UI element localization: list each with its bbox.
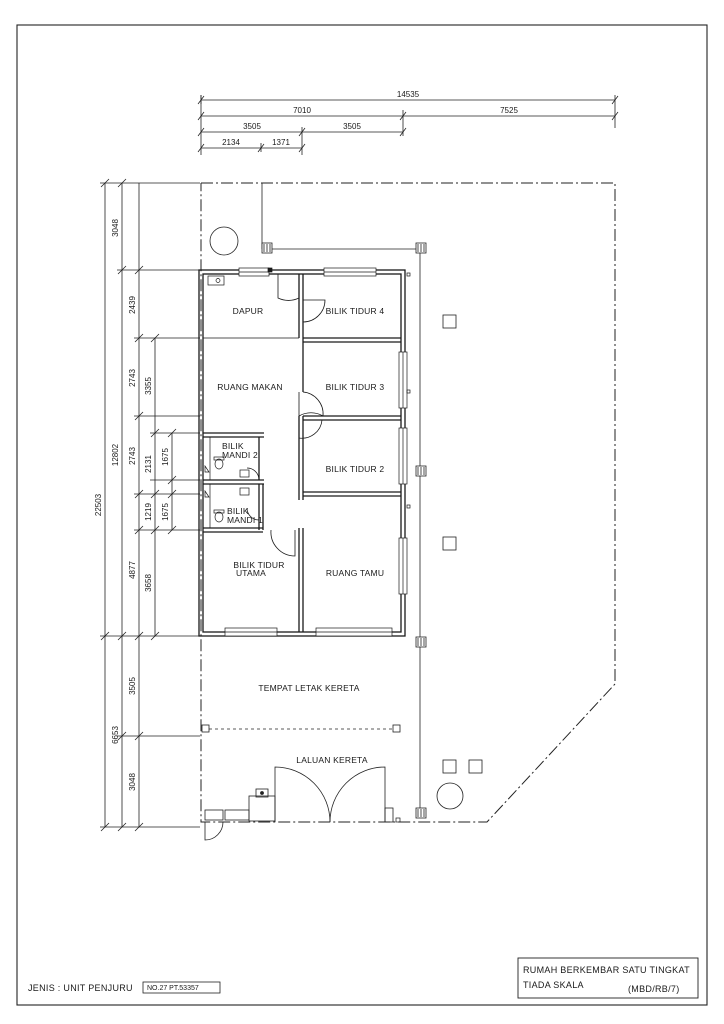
lot-number: NO.27 PT.53357 — [147, 985, 199, 992]
dim-top-c: 2134 — [222, 138, 240, 147]
dim-left-s4: 3658 — [144, 574, 153, 592]
dim-left-t2: 1675 — [161, 503, 170, 521]
footer: JENIS : UNIT PENJURU NO.27 PT.53357 — [28, 981, 221, 994]
site-features — [201, 183, 483, 841]
dim-left-building: 12802 — [111, 443, 120, 466]
label-bilik-mandi-2-line2: MANDI 2 — [222, 450, 258, 460]
label-dapur: DAPUR — [233, 306, 264, 316]
label-bilik-tidur-utama-line2: UTAMA — [236, 568, 266, 578]
dim-left-r5: 3505 — [128, 677, 137, 695]
dim-left-r2: 2743 — [128, 369, 137, 387]
top-dimensions — [197, 95, 619, 155]
unit-type-label: JENIS : UNIT PENJURU — [28, 983, 133, 993]
tree-front — [436, 782, 464, 810]
dim-top-b: 3505 — [343, 122, 361, 131]
dim-left-r6: 3048 — [128, 773, 137, 791]
label-bilik-tidur-utama-line1: BILIK TIDUR — [233, 560, 284, 570]
dim-left-backyard: 3048 — [111, 219, 120, 237]
title-block: RUMAH BERKEMBAR SATU TINGKAT TIADA SKALA… — [517, 957, 699, 999]
label-bilik-mandi-1-line2: MANDI 1 — [227, 515, 263, 525]
dim-left-front: 6653 — [111, 726, 120, 744]
title-line-2: TIADA SKALA — [523, 980, 584, 990]
dim-left-r1: 2439 — [128, 296, 137, 314]
label-bilik-tidur-2: BILIK TIDUR 2 — [326, 464, 385, 474]
dim-left-r3: 2743 — [128, 447, 137, 465]
label-bilik-mandi-1-line1: BILIK — [227, 506, 249, 516]
kitchen-sink — [207, 275, 225, 286]
dim-left-s2: 2131 — [144, 455, 153, 473]
dim-left-r4: 4877 — [128, 561, 137, 579]
dim-left-s3: 1219 — [144, 503, 153, 521]
sheet-border — [16, 24, 708, 1006]
label-tempat-letak-kereta: TEMPAT LETAK KERETA — [258, 683, 359, 693]
label-bilik-tidur-3: BILIK TIDUR 3 — [326, 382, 385, 392]
windows — [224, 267, 408, 637]
label-ruang-tamu: RUANG TAMU — [326, 568, 384, 578]
left-dimension-labels: 22503 3048 12802 6653 2439 2743 2743 487… — [94, 219, 170, 791]
label-bilik-tidur-4: BILIK TIDUR 4 — [326, 306, 385, 316]
dim-left-total: 22503 — [94, 493, 103, 516]
dim-top-total: 14535 — [397, 90, 420, 99]
tree-back — [209, 226, 239, 256]
dim-top-right-half: 7525 — [500, 106, 518, 115]
dim-left-t1: 1675 — [161, 448, 170, 466]
title-line-1: RUMAH BERKEMBAR SATU TINGKAT — [523, 965, 690, 975]
top-dimension-labels: 14535 7010 7525 3505 3505 2134 1371 — [222, 90, 518, 147]
label-ruang-makan: RUANG MAKAN — [217, 382, 283, 392]
dim-top-d: 1371 — [272, 138, 290, 147]
lot-number-box — [142, 981, 221, 994]
left-dimensions — [100, 178, 200, 832]
dim-top-a: 3505 — [243, 122, 261, 131]
dim-top-left-half: 7010 — [293, 106, 311, 115]
room-labels: DAPUR BILIK TIDUR 4 RUANG MAKAN BILIK TI… — [217, 306, 384, 765]
dim-left-s1: 3355 — [144, 377, 153, 395]
fixtures — [204, 267, 411, 823]
title-ref: (MBD/RB/7) — [628, 984, 680, 994]
plot-boundary — [200, 182, 616, 823]
label-laluan-kereta: LALUAN KERETA — [296, 755, 368, 765]
label-bilik-mandi-2-line1: BILIK — [222, 441, 244, 451]
doors — [246, 274, 326, 557]
